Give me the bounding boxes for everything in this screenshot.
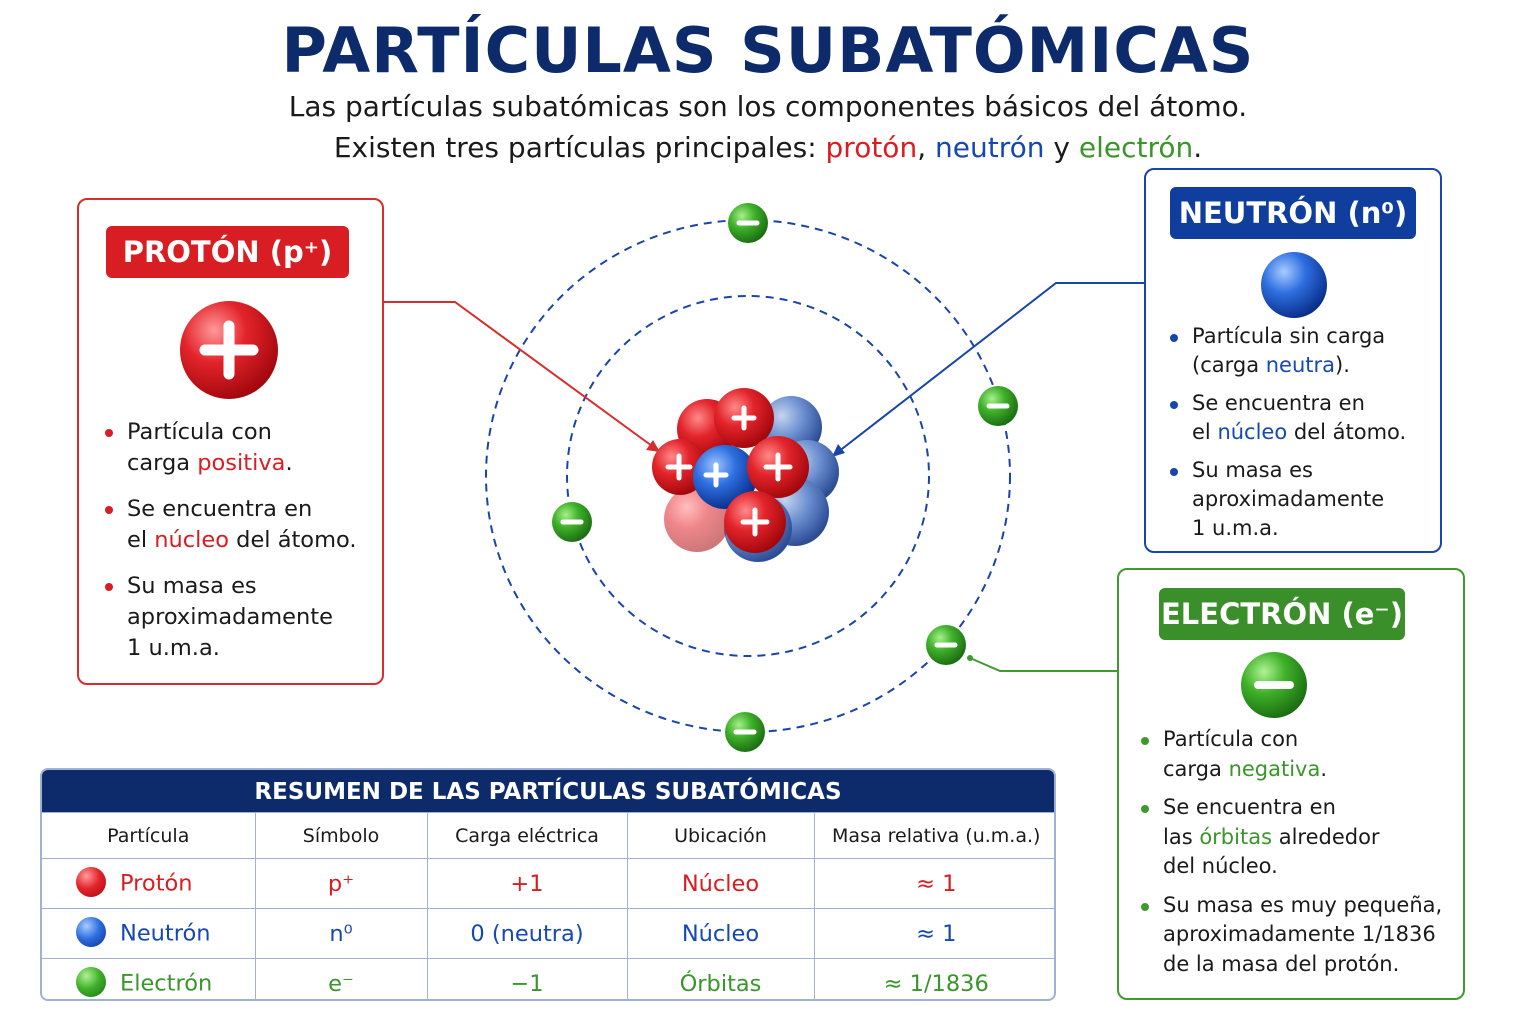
summary-table-grid: Partícula Símbolo Carga eléctrica Ubicac… — [42, 812, 1054, 999]
electron-connector — [969, 657, 1117, 672]
plus-icon — [763, 452, 793, 482]
table-cell: +1 — [426, 858, 628, 909]
neutron-card: NEUTRÓN (n⁰) Partícula sin carga(carga n… — [1144, 168, 1442, 553]
electron-badge: ELECTRÓN (e⁻) — [1159, 588, 1405, 640]
plus-icon — [180, 301, 278, 399]
intro-line-1: Las partículas subatómicas son los compo… — [288, 90, 1248, 123]
list-item: Partícula sin carga(carga neutra). — [1170, 322, 1435, 380]
orbit-electrons — [552, 203, 1018, 752]
table-cell: ≈ 1 — [813, 858, 1054, 909]
column-header: Carga eléctrica — [426, 812, 628, 859]
table-row: Protón p⁺ +1 Núcleo ≈ 1 — [42, 858, 1054, 909]
intro-proton-word: protón — [825, 131, 918, 164]
plus-icon — [731, 405, 757, 431]
proton-arrowhead — [646, 440, 660, 452]
table-row: Electrón e⁻ −1 Órbitas ≈ 1/1836 — [42, 958, 1054, 999]
summary-table: RESUMEN DE LAS PARTÍCULAS SUBATÓMICAS Pa… — [40, 768, 1056, 1001]
table-cell: Núcleo — [626, 908, 815, 959]
nucleus — [652, 388, 839, 562]
column-header: Partícula — [42, 812, 256, 859]
minus-icon — [76, 966, 106, 997]
table-cell: −1 — [426, 958, 628, 999]
plus-icon — [703, 462, 729, 488]
table-cell: 0 (neutra) — [426, 908, 628, 959]
table-cell: ≈ 1 — [813, 908, 1054, 959]
column-header: Ubicación — [626, 812, 815, 859]
summary-table-title: RESUMEN DE LAS PARTÍCULAS SUBATÓMICAS — [42, 770, 1054, 812]
intro-electron-word: electrón — [1078, 131, 1194, 164]
table-cell: e⁻ — [254, 958, 428, 999]
table-cell: n⁰ — [254, 908, 428, 959]
neutron-arrowhead — [832, 444, 845, 457]
column-header: Símbolo — [254, 812, 428, 859]
plus-icon — [740, 507, 770, 537]
table-cell: Protón — [42, 858, 256, 909]
table-row: Neutrón n⁰ 0 (neutra) Núcleo ≈ 1 — [42, 908, 1054, 959]
table-cell: Neutrón — [42, 908, 256, 959]
inner-orbit — [566, 295, 930, 657]
table-header-row: Partícula Símbolo Carga eléctrica Ubicac… — [42, 812, 1054, 859]
table-cell: ≈ 1/1836 — [813, 958, 1054, 999]
electron-connector-dot — [967, 655, 973, 661]
sphere-icon — [1261, 252, 1327, 318]
neutron-badge: NEUTRÓN (n⁰) — [1170, 187, 1416, 239]
plus-icon — [665, 453, 693, 481]
neutron-connector — [837, 282, 1144, 453]
page-title: PARTÍCULAS SUBATÓMICAS — [281, 14, 1255, 87]
proton-connector — [384, 301, 653, 447]
intro-line-2: Existen tres partículas principales: pro… — [333, 131, 1203, 164]
table-cell: Órbitas — [626, 958, 815, 999]
table-cell: Electrón — [42, 958, 256, 999]
sphere-icon — [76, 916, 106, 947]
neutron-facts: Partícula sin carga(carga neutra). Se en… — [1170, 322, 1435, 552]
proton-badge: PROTÓN (p⁺) — [106, 226, 349, 278]
intro-neutron-word: neutrón — [935, 131, 1045, 164]
table-cell: p⁺ — [254, 858, 428, 909]
list-item: Su masa es muy pequeña,aproximadamente 1… — [1141, 891, 1461, 980]
column-header: Masa relativa (u.m.a.) — [813, 812, 1054, 859]
minus-icon — [1241, 652, 1307, 718]
plus-icon — [76, 866, 106, 897]
table-cell: Núcleo — [626, 858, 815, 909]
